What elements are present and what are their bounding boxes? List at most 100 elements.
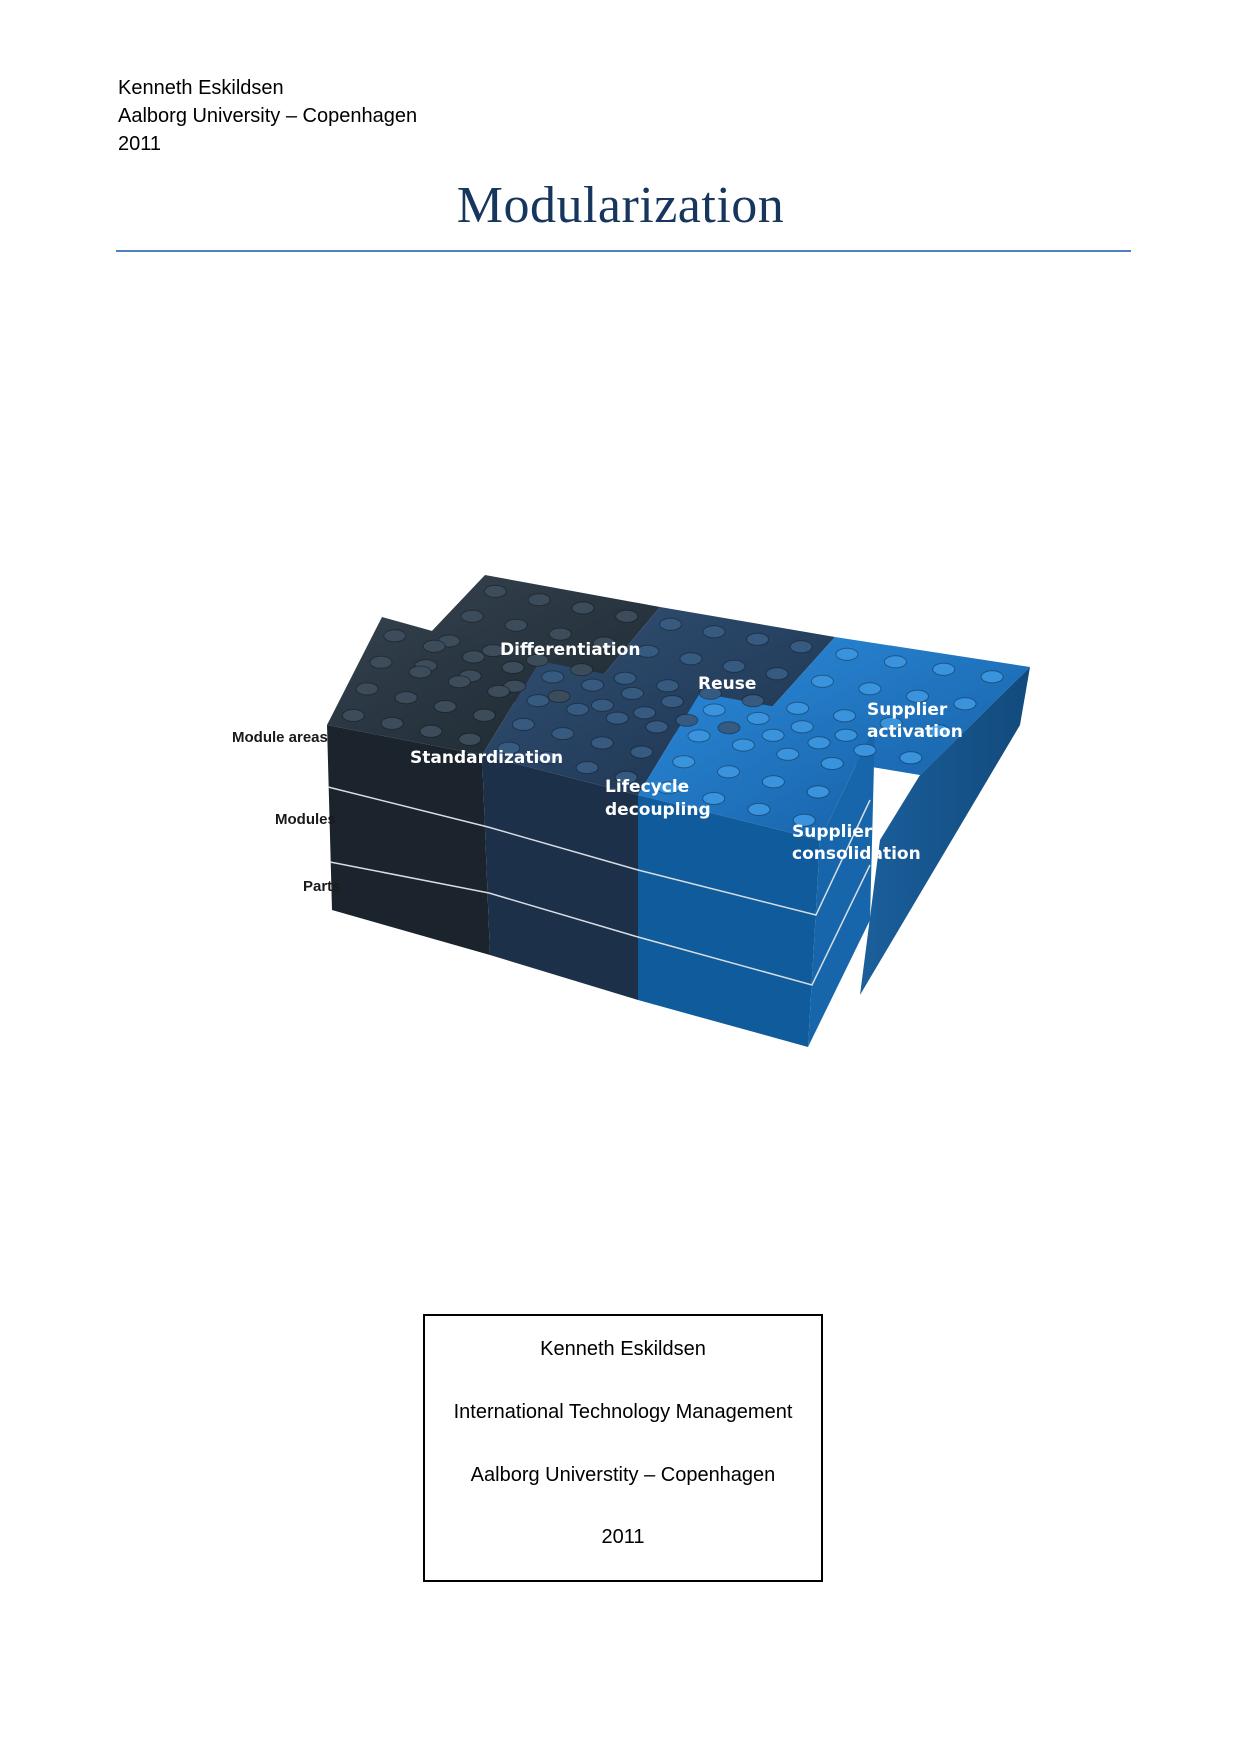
lego-stud bbox=[613, 671, 637, 685]
lego-stud bbox=[575, 761, 599, 775]
lego-stud bbox=[906, 689, 929, 703]
lego-stud bbox=[717, 765, 740, 779]
block-lifecycle-top bbox=[482, 661, 700, 795]
info-institution: Aalborg Universtity – Copenhagen bbox=[470, 1464, 776, 1486]
lego-stud bbox=[383, 629, 407, 643]
lego-stud bbox=[747, 802, 771, 816]
lego-stud bbox=[790, 720, 814, 734]
label-supplier-activation-2: activation bbox=[867, 722, 963, 742]
lego-stud bbox=[899, 751, 923, 765]
lego-stud bbox=[460, 609, 484, 623]
lego-stud bbox=[341, 709, 365, 722]
lego-stud bbox=[698, 686, 722, 700]
lego-stud bbox=[355, 682, 379, 696]
lego-stud bbox=[504, 618, 528, 632]
lego-stud bbox=[765, 667, 789, 681]
lego-stud bbox=[527, 593, 551, 607]
lego-stud bbox=[659, 617, 682, 631]
lego-stud bbox=[810, 674, 834, 688]
lego-stud bbox=[408, 665, 432, 679]
lego-stud bbox=[761, 728, 785, 742]
lego-stud bbox=[481, 644, 505, 658]
label-lifecycle-1: Lifecycle bbox=[605, 777, 689, 797]
lego-stud bbox=[615, 609, 639, 623]
lego-stud bbox=[820, 757, 844, 770]
lego-stud bbox=[926, 724, 950, 738]
info-box: Kenneth Eskildsen International Technolo… bbox=[423, 1314, 823, 1582]
block-supplier-consolidation-top bbox=[638, 693, 875, 840]
lego-stud bbox=[605, 711, 629, 725]
lego-stud bbox=[636, 644, 660, 658]
modularization-figure: Module areas Modules Parts Differentiati… bbox=[220, 575, 1050, 1185]
lego-stud bbox=[419, 724, 443, 738]
label-parts: Parts bbox=[303, 878, 341, 895]
lego-stud bbox=[776, 747, 800, 761]
lego-stud bbox=[447, 675, 471, 689]
header-year: 2011 bbox=[118, 133, 162, 155]
lego-stud bbox=[660, 695, 684, 709]
lego-stud bbox=[433, 700, 457, 713]
label-module-areas: Module areas bbox=[232, 729, 328, 746]
lego-stud bbox=[571, 601, 595, 615]
lego-stud bbox=[566, 702, 590, 716]
lego-stud bbox=[541, 670, 565, 684]
title-underline bbox=[116, 250, 1131, 252]
lego-stud bbox=[462, 650, 486, 664]
layer-line-modules bbox=[327, 786, 871, 916]
label-supplier-consolidation-2: consolidation bbox=[792, 844, 921, 864]
lego-stud bbox=[980, 670, 1004, 684]
lego-stud bbox=[548, 627, 572, 641]
lego-stud bbox=[590, 698, 614, 712]
lego-stud bbox=[656, 679, 680, 693]
label-reuse: Reuse bbox=[698, 674, 756, 694]
lego-stud bbox=[853, 743, 877, 757]
lego-stud bbox=[717, 721, 741, 735]
lego-stud bbox=[702, 703, 726, 717]
lego-stud bbox=[501, 661, 525, 674]
label-supplier-consolidation-1: Supplier bbox=[792, 822, 873, 842]
lego-stud bbox=[526, 694, 550, 708]
block-front-right-side bbox=[808, 725, 875, 1047]
lego-stud bbox=[645, 720, 669, 734]
lego-stud bbox=[620, 686, 644, 700]
lego-stud bbox=[834, 728, 858, 742]
info-program: International Technology Management bbox=[453, 1401, 793, 1423]
lego-studs bbox=[341, 584, 1004, 827]
lego-stud bbox=[483, 584, 507, 598]
lego-stud bbox=[806, 785, 830, 799]
lego-stud bbox=[953, 697, 977, 711]
lego-stud bbox=[858, 682, 882, 696]
lego-stud bbox=[536, 751, 560, 765]
lego-stud bbox=[525, 653, 549, 667]
lego-stud bbox=[487, 684, 511, 698]
lego-stud bbox=[879, 716, 903, 730]
lego-stud bbox=[614, 770, 638, 784]
info-year: 2011 bbox=[601, 1526, 645, 1548]
lego-stud bbox=[472, 708, 496, 722]
lego-stud bbox=[807, 736, 831, 750]
lego-stud bbox=[687, 729, 711, 743]
label-modules: Modules bbox=[275, 811, 336, 828]
lego-stud bbox=[630, 745, 654, 759]
lego-stud bbox=[835, 647, 859, 661]
lego-stud bbox=[679, 652, 703, 666]
lego-stud bbox=[746, 711, 770, 725]
lego-stud bbox=[511, 717, 535, 731]
lego-stud bbox=[369, 655, 393, 669]
header-block: Kenneth Eskildsen Aalborg University – C… bbox=[118, 74, 417, 158]
lego-stud bbox=[672, 755, 696, 769]
lego-stud bbox=[570, 663, 594, 677]
label-differentiation: Differentiation bbox=[500, 640, 640, 660]
lego-stud bbox=[702, 625, 726, 639]
block-back-right-side bbox=[860, 667, 1030, 995]
lego-stud bbox=[675, 713, 699, 727]
layer-line-parts bbox=[329, 861, 871, 986]
block-bright-front bbox=[638, 795, 820, 1047]
lego-stud bbox=[656, 781, 680, 795]
lego-stud bbox=[731, 738, 755, 752]
lego-stud bbox=[792, 813, 816, 827]
lego-stud bbox=[380, 716, 404, 730]
document-title: Modularization bbox=[456, 177, 785, 234]
label-lifecycle-2: decoupling bbox=[605, 800, 711, 820]
